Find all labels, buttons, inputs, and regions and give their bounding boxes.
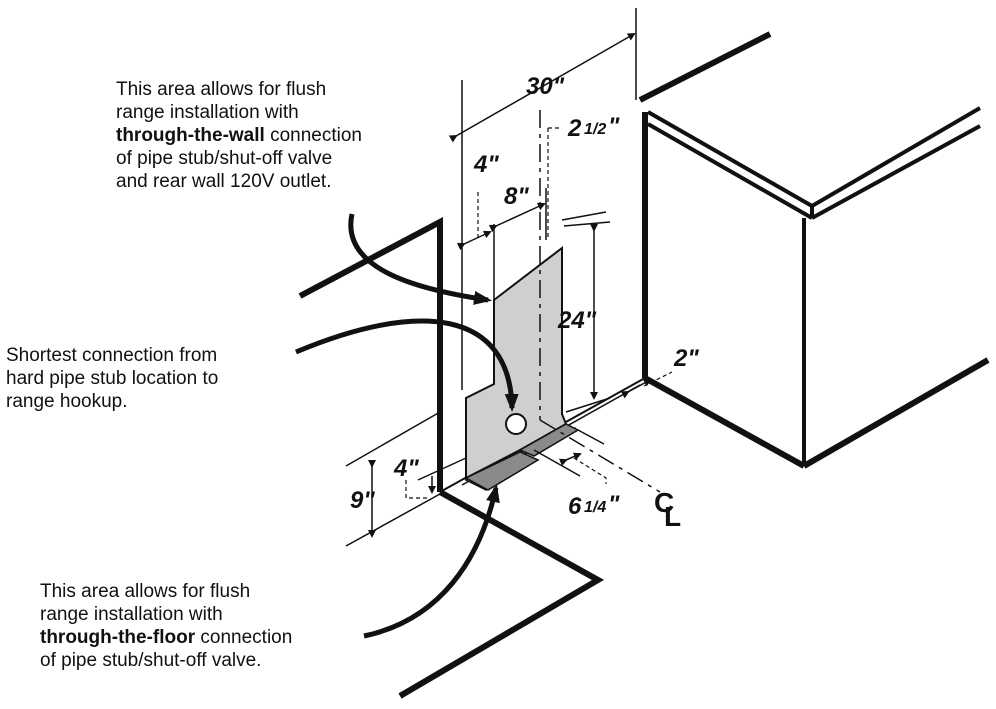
dimension-4-floor-label: 4"	[393, 455, 419, 482]
dimension-24-label: 24"	[557, 307, 597, 334]
wall-area-note: This area allows for flush range install…	[116, 78, 362, 193]
dimension-2-5-inch-mark: "	[608, 113, 620, 140]
right-cabinet	[638, 31, 990, 469]
wall-note-line-4: of pipe stub/shut-off valve	[116, 148, 333, 169]
floor-note-emphasis: through-the-floor	[40, 627, 196, 648]
dimension-6-25-whole: 6	[568, 493, 582, 520]
dimension-4-top-label: 4"	[473, 151, 499, 178]
dimension-8-arrow	[488, 202, 546, 233]
dimension-4-top-arrow	[456, 230, 492, 251]
dimension-6-25-leader	[573, 457, 607, 484]
shortest-note-line-3: range hookup.	[6, 391, 128, 412]
floor-area-leader-arrow	[363, 484, 500, 639]
dimension-2-arrow	[620, 379, 652, 399]
floor-note-line-4: of pipe stub/shut-off valve.	[40, 650, 262, 671]
dimension-8-label: 8"	[504, 183, 529, 210]
floor-note-line-2: range installation with	[40, 604, 223, 625]
shortest-note-line-1: Shortest connection from	[6, 345, 218, 366]
wall-note-line-3-rest: connection	[264, 125, 362, 146]
dimension-2-5-whole: 2	[567, 115, 582, 142]
dimension-9-label: 9"	[350, 487, 375, 514]
wall-note-line-3: through-the-wall connection	[116, 124, 362, 147]
dimension-4-floor-leader	[405, 480, 430, 499]
centerline	[539, 419, 661, 493]
floor-note-line-1: This area allows for flush	[40, 581, 251, 602]
left-wall	[298, 217, 605, 699]
floor-note-line-3-rest: connection	[195, 627, 293, 648]
centerline-symbol: C	[654, 487, 674, 518]
dimension-30-arrow	[448, 33, 636, 143]
dimension-2-leader	[643, 371, 673, 387]
wall-note-emphasis: through-the-wall	[116, 125, 265, 146]
dimension-2-5-frac: 1/2	[584, 121, 606, 138]
dimension-30-label: 30"	[526, 73, 565, 100]
pipe-stub-location	[505, 413, 527, 435]
floor-note-line-3: through-the-floor connection	[40, 626, 292, 649]
floor-connection-strip	[464, 451, 540, 491]
dimension-6-25-frac: 1/4	[584, 499, 606, 516]
dimension-6-25-arrow	[558, 452, 582, 467]
shortest-connection-note: Shortest connection from hard pipe stub …	[6, 344, 218, 413]
wall-note-line-1: This area allows for flush	[116, 79, 327, 100]
centerline-symbol-sub: L	[664, 501, 681, 532]
dimension-2-label: 2"	[673, 345, 699, 372]
shortest-note-line-2: hard pipe stub location to	[6, 368, 219, 389]
dimension-6-25-inch-mark: "	[608, 491, 620, 518]
wall-note-line-5: and rear wall 120V outlet.	[116, 171, 332, 192]
wall-note-line-2: range installation with	[116, 102, 299, 123]
shortest-connection-leader-arrow	[295, 318, 519, 412]
wall-area-leader-arrow	[348, 213, 492, 305]
floor-area-note: This area allows for flush range install…	[40, 580, 292, 672]
